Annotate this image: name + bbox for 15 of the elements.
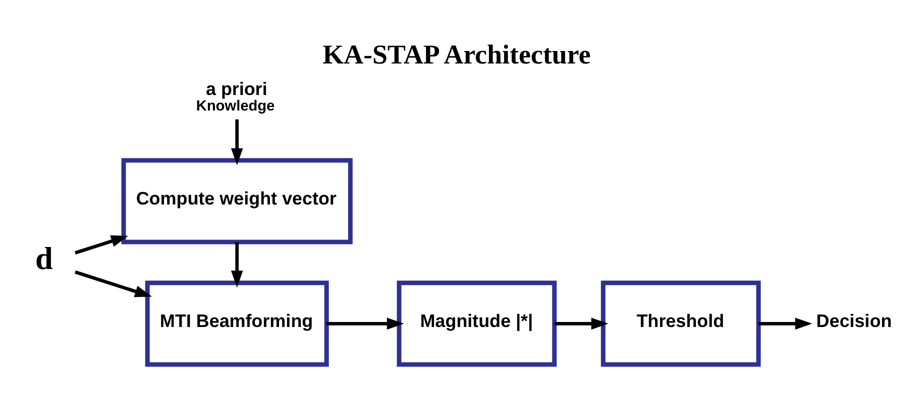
node-box: Magnitude |*|	[396, 280, 557, 366]
node-text: Decision	[816, 310, 892, 330]
node-text: a priori Knowledge	[196, 78, 275, 114]
node-text: d	[35, 240, 53, 276]
node-box: Compute weight vector	[121, 158, 353, 244]
arrow	[231, 118, 243, 165]
arrow	[758, 317, 812, 330]
arrow	[74, 270, 152, 297]
node-box: MTI Beamforming	[145, 280, 329, 366]
node-box: Threshold	[600, 280, 761, 366]
arrow	[74, 234, 128, 254]
arrow	[554, 317, 608, 330]
arrow	[231, 242, 243, 288]
arrow	[326, 317, 404, 330]
diagram-title: KA-STAP Architecture	[322, 39, 591, 70]
